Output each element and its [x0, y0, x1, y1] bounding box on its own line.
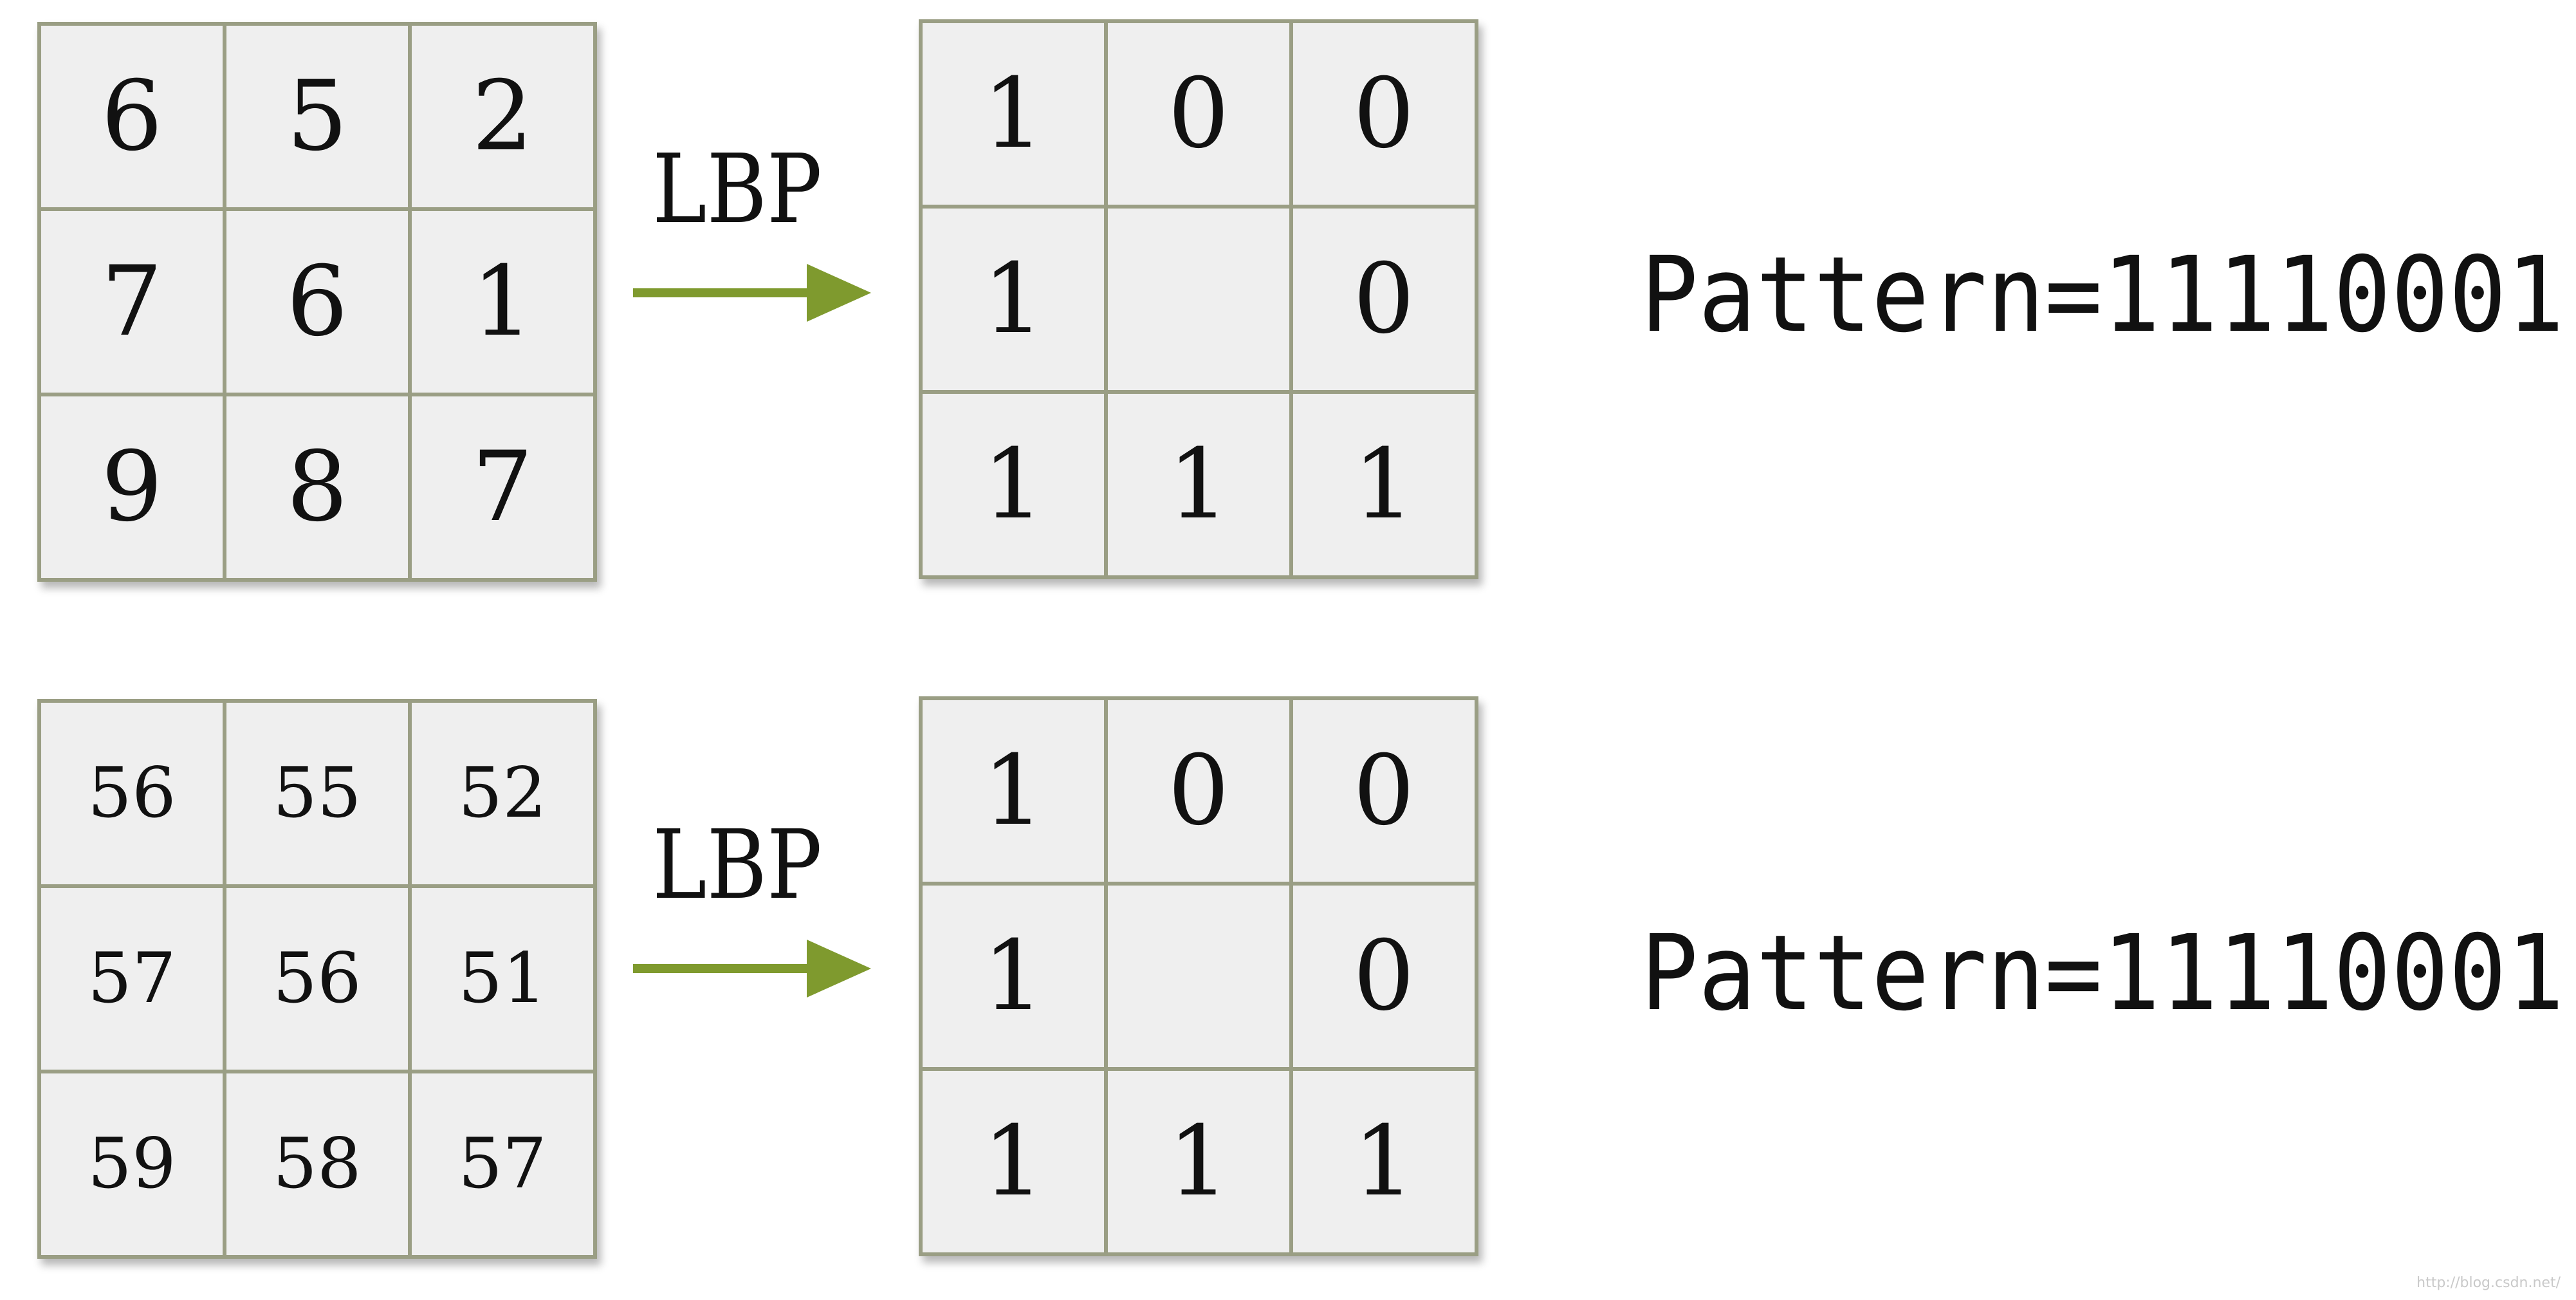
output-grid-2: 1 0 0 1 0 1 1 1 [919, 696, 1478, 1256]
input-cell: 2 [412, 26, 593, 207]
output-cell: 1 [923, 23, 1104, 205]
input-cell: 6 [41, 26, 223, 207]
input-cell: 52 [412, 703, 593, 884]
output-cell: 0 [1293, 886, 1475, 1067]
output-cell: 1 [923, 1071, 1104, 1252]
right-arrow-icon [633, 264, 871, 322]
output-cell: 1 [923, 394, 1104, 575]
output-cell: 0 [1108, 700, 1289, 882]
input-cell: 57 [412, 1073, 593, 1255]
input-cell: 51 [412, 888, 593, 1070]
input-cell: 5 [226, 26, 408, 207]
input-cell: 7 [412, 396, 593, 578]
input-grid-2: 56 55 52 57 56 51 59 58 57 [37, 699, 597, 1259]
output-cell: 0 [1293, 23, 1475, 205]
output-grid-1: 1 0 0 1 0 1 1 1 [919, 19, 1478, 579]
output-cell: 1 [1293, 394, 1475, 575]
output-cell: 1 [1108, 1071, 1289, 1252]
output-cell: 0 [1293, 209, 1475, 390]
lbp-arrow-1: LBP [633, 142, 878, 354]
output-center-cell [1108, 209, 1289, 390]
input-cell: 56 [41, 703, 223, 884]
input-cell: 8 [226, 396, 408, 578]
output-cell: 1 [1293, 1071, 1475, 1252]
input-cell: 7 [41, 211, 223, 393]
output-cell: 1 [1108, 394, 1289, 575]
output-cell: 1 [923, 700, 1104, 882]
pattern-text-1: Pattern=11110001 [1641, 235, 2564, 356]
lbp-arrow-2: LBP [633, 817, 878, 1030]
input-cell: 57 [41, 888, 223, 1070]
watermark: http://blog.csdn.net/ [2416, 1275, 2561, 1291]
input-cell: 9 [41, 396, 223, 578]
output-cell: 0 [1293, 700, 1475, 882]
output-cell: 1 [923, 209, 1104, 390]
input-cell: 6 [226, 211, 408, 393]
input-cell: 58 [226, 1073, 408, 1255]
pattern-text-2: Pattern=11110001 [1641, 913, 2564, 1034]
input-cell: 55 [226, 703, 408, 884]
output-center-cell [1108, 886, 1289, 1067]
input-cell: 56 [226, 888, 408, 1070]
output-cell: 0 [1108, 23, 1289, 205]
input-cell: 1 [412, 211, 593, 393]
arrow-label: LBP [652, 134, 822, 245]
input-grid-1: 6 5 2 7 6 1 9 8 7 [37, 22, 597, 582]
arrow-label: LBP [652, 810, 822, 920]
output-cell: 1 [923, 886, 1104, 1067]
right-arrow-icon [633, 940, 871, 998]
input-cell: 59 [41, 1073, 223, 1255]
